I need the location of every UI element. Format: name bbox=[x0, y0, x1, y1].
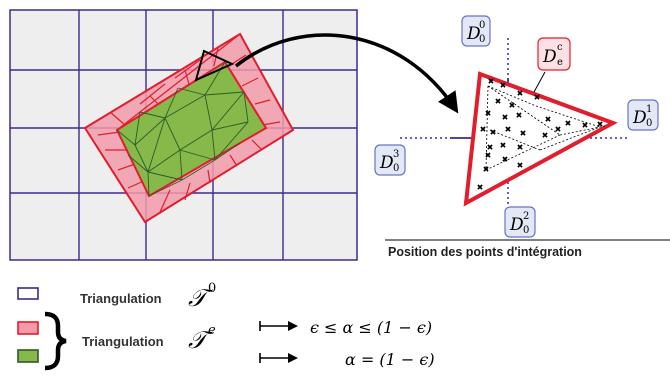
svg-text:c: c bbox=[557, 42, 563, 53]
svg-text:0: 0 bbox=[523, 225, 529, 236]
svg-text:0: 0 bbox=[479, 34, 485, 45]
svg-text:✖: ✖ bbox=[542, 131, 549, 140]
label-D02: D 2 0 bbox=[504, 206, 536, 238]
svg-text:✖: ✖ bbox=[502, 113, 509, 122]
svg-text:D: D bbox=[466, 24, 481, 44]
svg-text:✖: ✖ bbox=[555, 125, 562, 134]
svg-text:✖: ✖ bbox=[480, 125, 487, 134]
svg-text:2: 2 bbox=[523, 211, 529, 222]
legend-swatch-green bbox=[17, 349, 39, 363]
legend: Triangulation 𝒯 0 Triangulation 𝒯 e ϵ ≤ … bbox=[17, 281, 435, 371]
svg-text:3: 3 bbox=[393, 149, 399, 160]
label-D01: D 1 0 bbox=[627, 99, 659, 131]
svg-text:e: e bbox=[557, 57, 563, 68]
zoom-caption: Position des points d'intégration bbox=[388, 245, 582, 259]
svg-text:0: 0 bbox=[393, 163, 399, 174]
svg-text:✖: ✖ bbox=[565, 119, 572, 128]
green-inner-mesh bbox=[115, 60, 268, 198]
svg-text:✖: ✖ bbox=[477, 183, 484, 192]
legend-swatch-t0 bbox=[17, 287, 39, 300]
background-grid bbox=[9, 9, 358, 261]
svg-text:D: D bbox=[379, 153, 394, 173]
highlighted-element bbox=[194, 49, 235, 82]
svg-text:✖: ✖ bbox=[490, 128, 497, 137]
svg-text:D: D bbox=[542, 47, 557, 67]
svg-text:✖: ✖ bbox=[488, 77, 495, 86]
condition-1: ϵ ≤ α ≤ (1 − ϵ) bbox=[310, 318, 432, 337]
legend-label-2: Triangulation bbox=[82, 334, 164, 349]
svg-text:✖: ✖ bbox=[487, 143, 494, 152]
svg-text:1: 1 bbox=[646, 104, 652, 115]
zoom-arrow bbox=[234, 33, 459, 114]
svg-text:✖: ✖ bbox=[517, 161, 524, 170]
label-D03: D 3 0 bbox=[374, 144, 406, 176]
legend-arrow-2 bbox=[259, 353, 298, 363]
svg-text:0: 0 bbox=[479, 20, 485, 31]
svg-text:✖: ✖ bbox=[500, 81, 507, 90]
legend-sup-2: e bbox=[208, 323, 216, 338]
svg-text:✖: ✖ bbox=[483, 165, 490, 174]
svg-text:✖: ✖ bbox=[517, 143, 524, 152]
svg-text:✖: ✖ bbox=[509, 101, 516, 110]
svg-text:✖: ✖ bbox=[597, 120, 604, 129]
legend-label-1: Triangulation bbox=[80, 291, 162, 306]
legend-sup-1: 0 bbox=[208, 281, 216, 296]
legend-brace bbox=[44, 311, 67, 371]
svg-text:✖: ✖ bbox=[505, 125, 512, 134]
svg-text:✖: ✖ bbox=[485, 109, 492, 118]
svg-text:✖: ✖ bbox=[502, 155, 509, 164]
svg-text:D: D bbox=[509, 215, 524, 235]
legend-swatch-pink bbox=[17, 321, 39, 335]
svg-text:✖: ✖ bbox=[516, 111, 523, 120]
svg-text:0: 0 bbox=[646, 118, 652, 129]
svg-text:✖: ✖ bbox=[582, 121, 589, 130]
svg-text:✖: ✖ bbox=[534, 93, 541, 102]
svg-text:✖: ✖ bbox=[495, 97, 502, 106]
svg-text:✖: ✖ bbox=[485, 151, 492, 160]
svg-text:✖: ✖ bbox=[520, 129, 527, 138]
svg-text:✖: ✖ bbox=[517, 89, 524, 98]
svg-text:✖: ✖ bbox=[500, 141, 507, 150]
svg-text:✖: ✖ bbox=[545, 115, 552, 124]
legend-arrow-1 bbox=[259, 321, 298, 331]
svg-text:D: D bbox=[632, 108, 647, 128]
condition-2: α = (1 − ϵ) bbox=[345, 350, 435, 369]
element-label-pointer bbox=[533, 71, 546, 93]
label-Dec: D c e bbox=[537, 37, 571, 71]
label-D00: D 0 0 bbox=[461, 15, 491, 47]
zoomed-triangle: ✖ ✖ ✖ ✖ ✖ ✖ ✖ ✖ ✖ ✖ ✖ ✖ ✖ ✖ ✖ ✖ ✖ ✖ ✖ ✖ … bbox=[463, 71, 618, 207]
